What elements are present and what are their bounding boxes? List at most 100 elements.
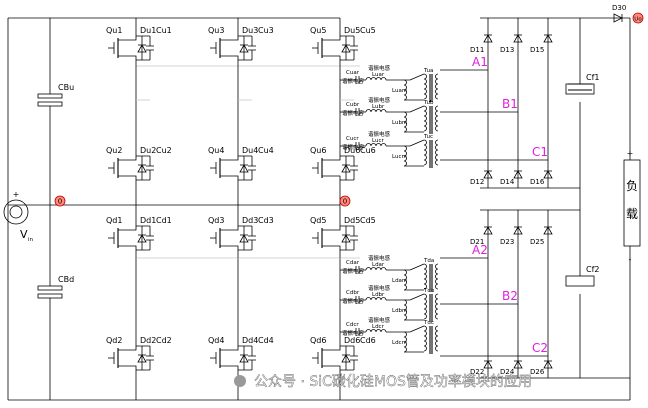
vin-sub: in xyxy=(28,237,34,243)
resonant-ind-label: Ldcr xyxy=(372,324,385,330)
cap-label: Cu2 xyxy=(156,146,172,155)
cap-label: Cd1 xyxy=(156,216,172,225)
magnetizing-label: Ldam xyxy=(392,278,407,284)
rect-diode-label: D12 xyxy=(470,178,484,186)
diode-label: Dd6 xyxy=(344,336,360,345)
output-cap-label: Cf1 xyxy=(586,73,600,82)
rect-diode-label: D11 xyxy=(470,46,484,54)
source xyxy=(322,245,341,250)
source xyxy=(220,245,239,250)
cap-label: Cd2 xyxy=(156,336,172,345)
source xyxy=(322,365,341,370)
load-text: 负 xyxy=(626,179,638,193)
transformer-label: Tub xyxy=(423,100,434,106)
vin-label: V xyxy=(20,228,28,241)
rect-diode xyxy=(543,360,553,369)
cap-plate xyxy=(37,93,63,99)
resonant-cap xyxy=(352,108,366,116)
node-marker-label: 0 xyxy=(58,198,62,206)
diode-label: Du6 xyxy=(344,146,360,155)
diode-links xyxy=(340,35,354,61)
rect-diode-label: D21 xyxy=(470,238,484,246)
source xyxy=(220,365,239,370)
magnetizing-label: Ldcm xyxy=(392,340,407,346)
snubber-cap xyxy=(146,226,154,250)
drain xyxy=(220,346,239,351)
diode-label: Du2 xyxy=(140,146,156,155)
magnetizing-inductor xyxy=(403,299,407,321)
transformer-primary xyxy=(423,263,427,290)
diode-triangle xyxy=(239,164,249,173)
bus-cap-upper-label: CBu xyxy=(58,83,74,92)
rect-diode xyxy=(513,170,523,179)
resonant-cap xyxy=(352,76,366,84)
resonant-cap-label: Cdbr xyxy=(346,290,360,296)
resonant-cap-text: 谐振电容 xyxy=(342,329,365,337)
diode-links xyxy=(136,155,150,181)
node-label: A2 xyxy=(472,243,488,257)
wires xyxy=(7,17,631,401)
lower-switch-bottom xyxy=(210,338,256,378)
upper-switch-top xyxy=(312,28,358,68)
switch-label: Qu6 xyxy=(310,146,326,155)
diode-label: Du1 xyxy=(140,26,156,35)
transformer-secondary xyxy=(435,105,439,132)
transformer-primary xyxy=(423,325,427,352)
magnetizing-inductor xyxy=(403,145,407,167)
source xyxy=(322,55,341,60)
resonant-inductor xyxy=(365,267,387,271)
load-text: 载 xyxy=(626,207,638,221)
rect-diode-label: D15 xyxy=(530,46,544,54)
output-marker xyxy=(632,12,644,24)
snubber-cap xyxy=(248,346,256,370)
resonant-cap-text: 谐振电容 xyxy=(342,109,365,117)
diode-links xyxy=(136,345,150,371)
transformer-primary xyxy=(423,293,427,320)
cap-plate xyxy=(37,293,63,299)
diode-links xyxy=(136,225,150,251)
lower-switch-top xyxy=(108,218,154,258)
switch-label: Qu1 xyxy=(106,26,122,35)
transformer-label: Tdb xyxy=(423,288,435,294)
diode-links xyxy=(238,35,252,61)
cap-label: Cd6 xyxy=(360,336,376,345)
transformer-secondary xyxy=(435,293,439,320)
output-marker-label: Uo xyxy=(634,17,642,23)
drain xyxy=(322,156,341,161)
resonant-ind-text: 谐振电感 xyxy=(368,284,391,292)
diode-label: Du4 xyxy=(242,146,258,155)
resonant-ind-text: 谐振电感 xyxy=(368,316,391,324)
snubber-cap xyxy=(248,226,256,250)
resonant-cap xyxy=(352,296,366,304)
resonant-cap-label: Cdar xyxy=(346,260,360,266)
lower-switch-bottom xyxy=(312,338,358,378)
diode-links xyxy=(340,155,354,181)
source xyxy=(220,55,239,60)
resonant-ind-text: 谐振电感 xyxy=(368,130,391,138)
watermark: 公众号 · SiC碳化硅MOS管及功率模块的应用 xyxy=(254,373,532,390)
cap-label: Cu4 xyxy=(258,146,274,155)
dc-source-inner xyxy=(9,205,23,219)
diode-triangle xyxy=(137,44,147,53)
resonant-cap-text: 谐振电容 xyxy=(342,77,365,85)
magnetizing-inductor xyxy=(403,331,407,353)
wire xyxy=(409,325,425,333)
resonant-cap xyxy=(352,142,366,150)
drain xyxy=(118,226,137,231)
resonant-inductor xyxy=(365,109,387,113)
diode-label: Dd4 xyxy=(242,336,258,345)
resonant-cap-text: 谐振电容 xyxy=(342,297,365,305)
upper-switch-top xyxy=(210,28,256,68)
wire xyxy=(409,73,425,81)
transformer-primary xyxy=(423,139,427,166)
diode-triangle xyxy=(239,234,249,243)
upper-switch-bottom xyxy=(312,148,358,188)
dc-source xyxy=(3,199,29,225)
wire xyxy=(409,105,425,113)
magnetizing-label: Luam xyxy=(392,88,407,94)
diode-links xyxy=(238,345,252,371)
switch-label: Qd3 xyxy=(208,216,224,225)
magnetizing-label: Lubm xyxy=(392,120,407,126)
